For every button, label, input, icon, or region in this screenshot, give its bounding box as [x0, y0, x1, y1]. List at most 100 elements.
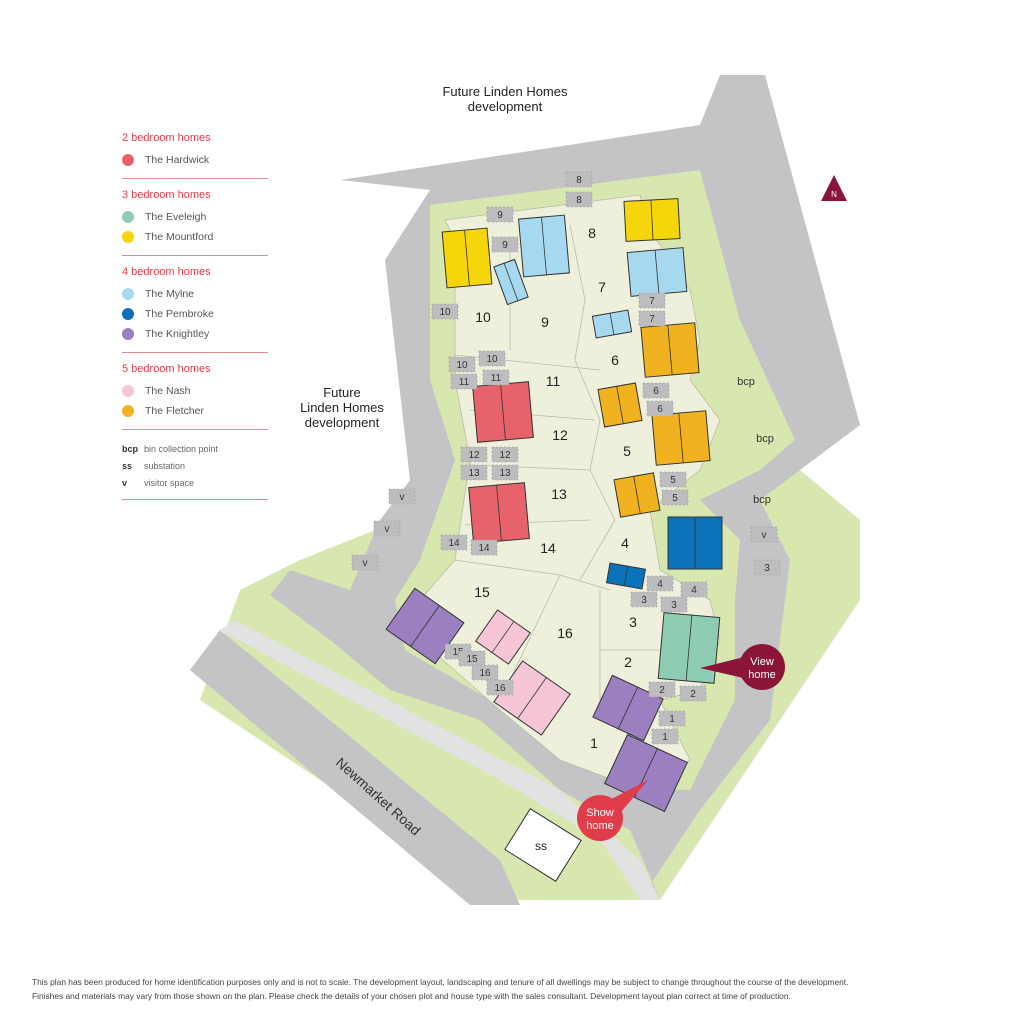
roof-line: [541, 217, 547, 275]
parking-space: [642, 382, 670, 399]
legend-item: The Hardwick: [122, 150, 268, 170]
parking-space: [491, 464, 519, 481]
legend-item: The Nash: [122, 381, 268, 401]
abbreviation-meaning: substation: [144, 460, 186, 471]
plot-number[interactable]: 10: [475, 309, 491, 325]
plot-number[interactable]: 7: [598, 279, 606, 295]
parking-label: 4: [691, 585, 697, 596]
parking-label: 8: [576, 195, 582, 206]
plot-number[interactable]: 15: [474, 584, 490, 600]
color-swatch-icon: [122, 211, 134, 223]
legend-item-label: The Pembroke: [145, 308, 214, 320]
plot-number[interactable]: 9: [541, 314, 549, 330]
north-label: N: [831, 190, 837, 199]
roof-line: [654, 250, 660, 294]
parking-space: [630, 591, 658, 608]
future-development-top-line2: development: [468, 99, 543, 114]
roof-line: [616, 386, 624, 424]
future-development-left-line2: Linden Homes: [300, 400, 384, 415]
parking-space: [750, 526, 778, 543]
parking-label: 1: [669, 714, 675, 725]
roof-line: [678, 413, 684, 463]
roof-line: [517, 677, 547, 719]
parking-label: 7: [649, 296, 655, 307]
plot-number[interactable]: 13: [551, 486, 567, 502]
bcp-label: bcp: [756, 433, 774, 445]
roof-line: [650, 200, 654, 240]
parking-space: [660, 596, 688, 613]
color-swatch-icon: [122, 154, 134, 166]
plot-number[interactable]: 16: [557, 625, 573, 641]
substation: [504, 808, 582, 882]
abbreviation-code: bcp: [122, 443, 139, 454]
legend-item: The Fletcher: [122, 401, 268, 421]
plot-number[interactable]: 8: [588, 225, 596, 241]
plot-number[interactable]: 14: [540, 540, 556, 556]
parking-space: [450, 373, 478, 390]
north-arrow-icon: [821, 175, 847, 201]
bcp-label: bcp: [753, 494, 771, 506]
plot-number[interactable]: 1: [590, 735, 598, 751]
plot-number[interactable]: 12: [552, 427, 568, 443]
parking-label: 3: [764, 563, 770, 574]
legend-item-label: The Mylne: [145, 288, 195, 300]
roof-line: [500, 384, 506, 440]
plot-number[interactable]: 6: [611, 352, 619, 368]
color-swatch-icon: [122, 385, 134, 397]
legend-item-label: The Mountford: [145, 231, 214, 243]
legend-divider: [122, 352, 268, 353]
legend-item-label: The Fletcher: [145, 405, 204, 417]
parking-label: 1: [662, 732, 668, 743]
roof-line: [667, 325, 673, 375]
parking-space: [638, 292, 666, 309]
legend-item: The Knightley: [122, 324, 268, 344]
parking-label: 13: [468, 468, 480, 479]
parking-space: [448, 356, 476, 373]
show-home-marker[interactable]: Show home: [577, 780, 648, 841]
color-swatch-icon: [122, 231, 134, 243]
abbreviation-code: ss: [122, 460, 133, 471]
legend-item: The Mountford: [122, 227, 268, 247]
roof-line: [496, 485, 502, 541]
legend-item-label: The Eveleigh: [145, 211, 207, 223]
roof-line: [410, 605, 440, 647]
plot-number[interactable]: 3: [629, 614, 637, 630]
legend-item-label: The Nash: [145, 385, 191, 397]
parking-space: [486, 679, 514, 696]
parking-space: [651, 728, 679, 745]
parking-label: 3: [641, 595, 647, 606]
legend-item: The Pembroke: [122, 304, 268, 324]
roof-line: [491, 621, 515, 653]
parking-label: 6: [653, 386, 659, 397]
parking-label: 9: [502, 240, 508, 251]
parking-label: 15: [452, 647, 464, 658]
plot-number[interactable]: 5: [623, 443, 631, 459]
plot-number[interactable]: 4: [621, 535, 629, 551]
parking-label: 7: [649, 314, 655, 325]
parking-label: 10: [456, 360, 468, 371]
parking-label: 5: [670, 475, 676, 486]
parking-label: 11: [459, 377, 470, 388]
plot-number[interactable]: 11: [546, 373, 561, 389]
parking-label: 14: [448, 538, 460, 549]
parking-space: [648, 681, 676, 698]
parking-label: 3: [671, 600, 677, 611]
parking-label: 14: [478, 543, 490, 554]
houses-layer: [385, 198, 723, 813]
footpath: [220, 620, 660, 900]
color-swatch-icon: [122, 288, 134, 300]
parking-space: [460, 464, 488, 481]
parking-space: [470, 539, 498, 556]
plot-numbers: 10 9 8 7 6 11 12 5 13 14 4 15 16 3 2 1: [474, 225, 637, 751]
color-swatch-icon: [122, 308, 134, 320]
plot-number[interactable]: 2: [624, 654, 632, 670]
parking-space: [491, 446, 519, 463]
parking-space: [478, 350, 506, 367]
roof-line: [623, 566, 629, 586]
legend-item-label: The Knightley: [145, 328, 210, 340]
view-home-marker[interactable]: View home: [700, 644, 785, 690]
parking-label: 16: [479, 668, 491, 679]
